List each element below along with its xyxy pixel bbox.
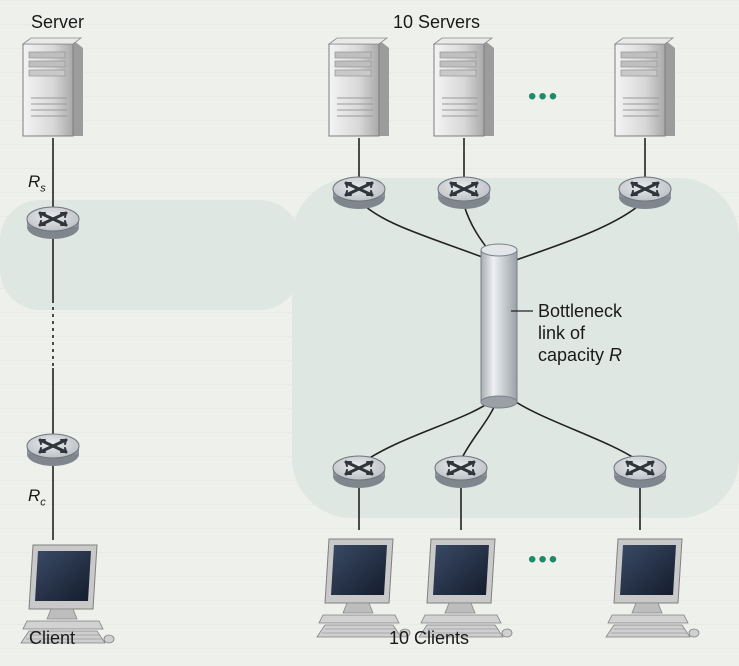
server-label: Server — [31, 12, 85, 32]
servers-ellipsis: ••• — [528, 83, 560, 110]
server-tower-icon — [614, 37, 676, 137]
bottleneck-line-1: Bottleneck — [538, 301, 623, 321]
clients-label: 10 Clients — [389, 628, 470, 648]
router-icon — [617, 175, 673, 211]
bottleneck-annotation: Bottleneck link of capacity R — [538, 300, 622, 366]
server-tower-icon — [22, 37, 84, 137]
client-access-rate: Rc — [28, 486, 46, 509]
client-access-links — [358, 478, 641, 530]
router-icon — [25, 432, 81, 468]
server-tower-icon — [433, 37, 495, 137]
bottleneck-link-icon — [480, 243, 518, 409]
router-icon — [436, 175, 492, 211]
desktop-computer-icon — [605, 538, 700, 638]
server-access-links — [358, 138, 646, 190]
clients-ellipsis: ••• — [528, 546, 560, 573]
desktop-computer-icon — [418, 538, 513, 638]
router-icon — [433, 454, 489, 490]
router-icon — [331, 175, 387, 211]
desktop-computer-icon — [316, 538, 411, 638]
servers-label: 10 Servers — [393, 12, 481, 32]
bottleneck-line-2: link of — [538, 323, 586, 343]
bottleneck-capacity-symbol: R — [609, 345, 623, 365]
router-icon — [25, 205, 81, 241]
router-icon — [612, 454, 668, 490]
router-icon — [331, 454, 387, 490]
bottleneck-line-3: capacity R — [538, 345, 623, 365]
client-label: Client — [29, 628, 76, 648]
server-tower-icon — [328, 37, 390, 137]
server-access-rate: Rs — [28, 172, 46, 195]
